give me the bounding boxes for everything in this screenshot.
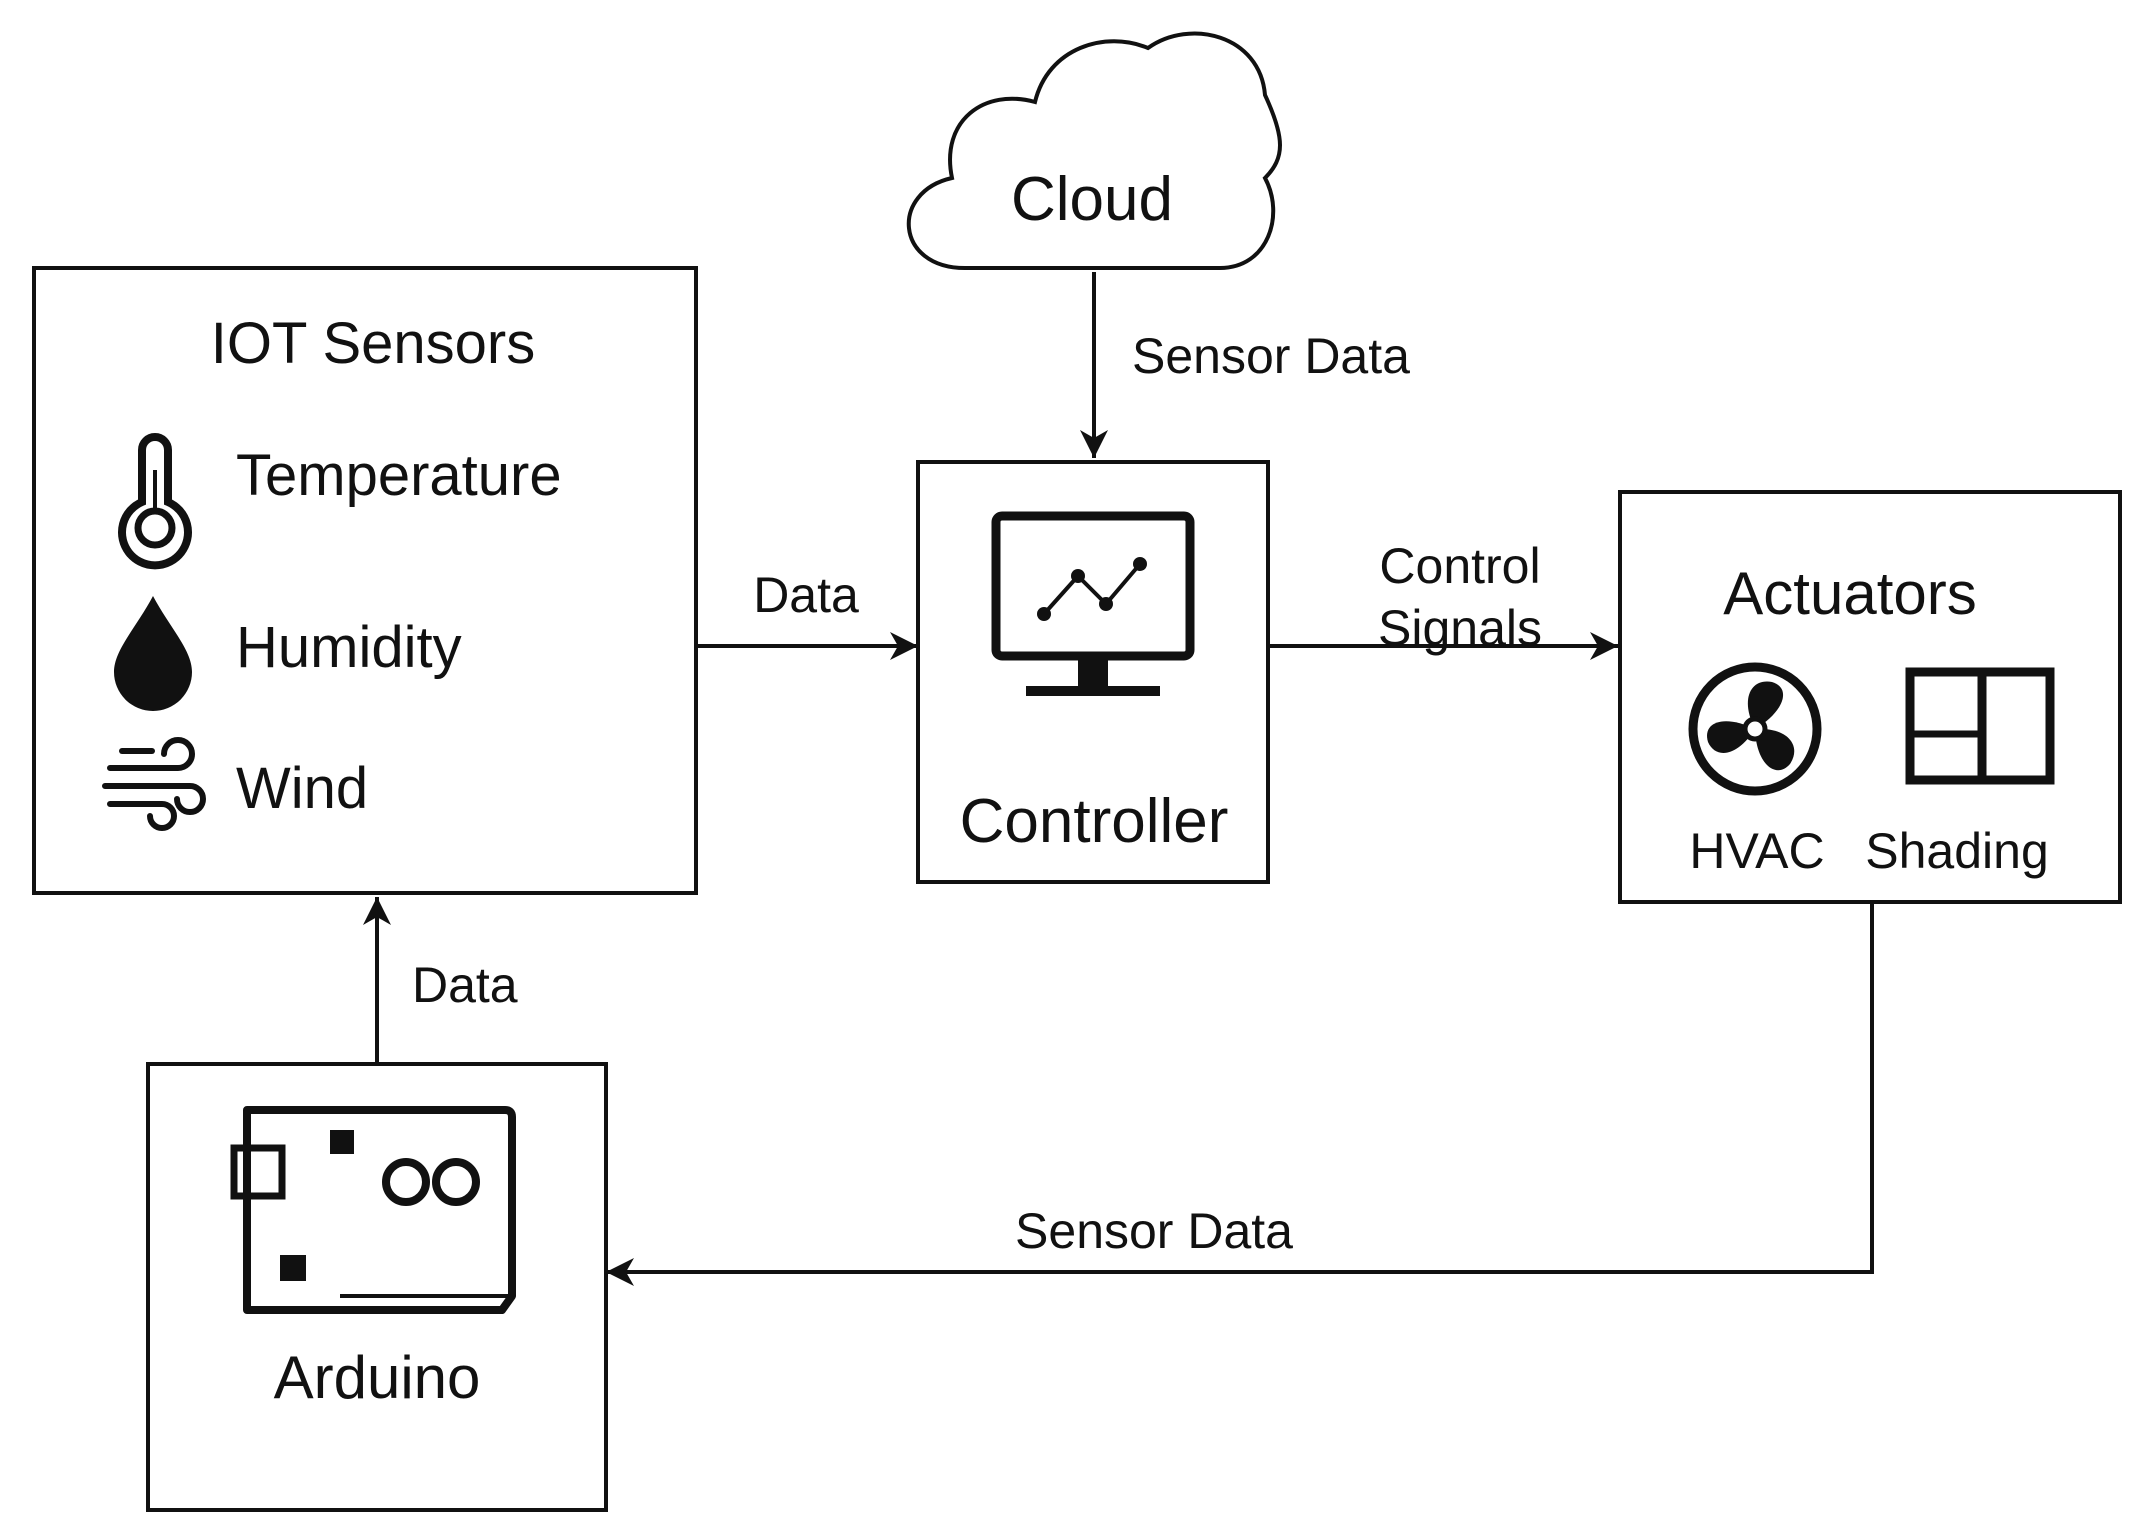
edge-label-sensors-to-controller: Data	[753, 567, 859, 623]
sensor-label-humidity: Humidity	[236, 615, 462, 680]
cloud-node: Cloud	[906, 31, 1282, 270]
edge-label-control: Control	[1379, 538, 1540, 594]
iot-sensors-box	[32, 266, 698, 895]
actuators-node: Actuators HVAC Shading	[1618, 490, 2122, 904]
wind-icon	[102, 737, 206, 831]
cloud-label: Cloud	[1011, 165, 1173, 234]
arrow-actuators-to-arduino	[606, 904, 1874, 1286]
actuator-label-shading: Shading	[1865, 823, 2049, 879]
edge-label-signals: Signals	[1378, 600, 1542, 656]
thermometer-icon	[118, 433, 192, 570]
arduino-node: Arduino	[146, 1062, 608, 1512]
actuators-title: Actuators	[1723, 560, 1976, 627]
actuator-label-hvac: HVAC	[1689, 823, 1824, 879]
monitor-chart-icon	[991, 511, 1195, 696]
fan-icon	[1688, 662, 1822, 796]
edge-sensors-to-controller: Data	[698, 567, 918, 660]
edge-arduino-to-sensors: Data	[363, 897, 518, 1062]
edge-controller-to-actuators: Control Signals	[1270, 538, 1618, 660]
edge-label-cloud-to-controller: Sensor Data	[1132, 328, 1410, 384]
edge-label-arduino-to-sensors: Data	[412, 957, 518, 1013]
iot-sensors-title: IOT Sensors	[211, 311, 536, 376]
arduino-label: Arduino	[274, 1344, 481, 1411]
sensor-label-wind: Wind	[236, 756, 368, 821]
sensor-label-temperature: Temperature	[236, 443, 562, 508]
edge-actuators-to-arduino: Sensor Data	[606, 904, 1874, 1286]
window-icon	[1905, 667, 2055, 785]
edge-cloud-to-controller: Sensor Data	[1080, 272, 1410, 458]
arduino-board-icon	[230, 1106, 516, 1314]
controller-node: Controller	[916, 460, 1270, 884]
arduino-box	[146, 1062, 608, 1512]
edge-label-actuators-to-arduino: Sensor Data	[1015, 1203, 1293, 1259]
controller-label: Controller	[960, 787, 1229, 856]
cloud-icon	[906, 31, 1282, 270]
iot-sensors-node: IOT Sensors Temperature Humidity Wind	[32, 266, 698, 895]
water-drop-icon	[114, 596, 192, 711]
